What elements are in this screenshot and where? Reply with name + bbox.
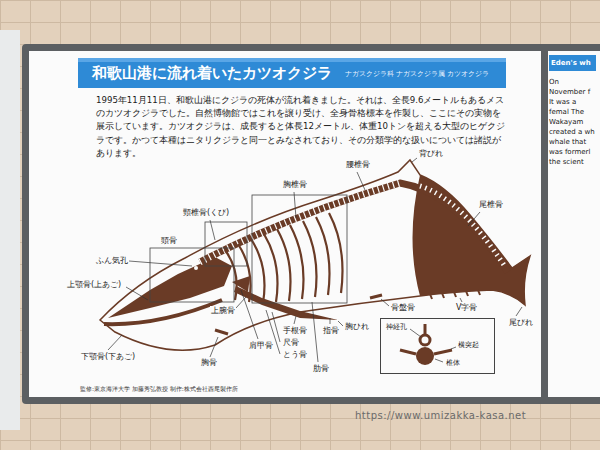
panel-text: On November f It was a femal The Wakayam… bbox=[549, 77, 596, 167]
leader-line bbox=[294, 316, 296, 324]
panel-heading: Eden's wh bbox=[549, 55, 596, 71]
part-label: V字骨 bbox=[455, 303, 478, 313]
part-label: 背びれ bbox=[418, 149, 444, 159]
skull-frame bbox=[150, 248, 234, 302]
chevrons bbox=[430, 290, 480, 299]
leader-line bbox=[129, 261, 192, 266]
next-panel: Eden's wh On November f It was a femal Th… bbox=[549, 55, 596, 173]
part-label: 胸椎骨 bbox=[282, 180, 308, 190]
part-label: 肋骨 bbox=[312, 364, 330, 374]
transverse-process bbox=[434, 350, 452, 354]
part-label: 肩甲骨 bbox=[248, 341, 274, 351]
leader-line bbox=[468, 212, 480, 226]
rib bbox=[303, 221, 317, 297]
leader-line bbox=[126, 287, 148, 300]
part-label: 下顎骨(下あご) bbox=[80, 352, 136, 362]
inset-label: 横突起 bbox=[457, 341, 480, 350]
watermark: https://www.umizakka-kasa.net bbox=[355, 410, 526, 422]
rib bbox=[290, 225, 304, 299]
chevron bbox=[466, 291, 468, 296]
next-panel-face bbox=[548, 51, 600, 397]
pillar bbox=[0, 30, 20, 430]
part-label: ふん気孔 bbox=[95, 256, 129, 266]
tail-vertebrae bbox=[420, 186, 506, 268]
leader-line bbox=[412, 158, 417, 162]
rib bbox=[251, 239, 265, 303]
panel-frame bbox=[22, 44, 548, 404]
lower-jaw bbox=[104, 300, 222, 324]
part-label: 胸骨 bbox=[200, 358, 218, 368]
sternum bbox=[215, 330, 228, 334]
title-bar bbox=[78, 58, 506, 88]
body-outline bbox=[100, 160, 530, 350]
part-label: 腰椎骨 bbox=[345, 160, 371, 170]
part-label: 上顎骨(上あご) bbox=[66, 280, 122, 290]
part-label: 骨盤骨 bbox=[390, 303, 416, 313]
part-label: 頭骨 bbox=[160, 236, 178, 246]
pelvis bbox=[370, 295, 382, 298]
taxonomy-note: ナガスクジラ科 ナガスクジラ属 カツオクジラ bbox=[345, 70, 489, 79]
chevron bbox=[442, 293, 444, 298]
part-label: 手根骨 bbox=[282, 326, 308, 336]
neural-arch bbox=[420, 335, 430, 345]
part-label: とう骨 bbox=[282, 350, 308, 360]
centrum bbox=[416, 347, 434, 365]
part-label: 指骨 bbox=[322, 326, 340, 336]
rib bbox=[225, 250, 237, 300]
leader-line bbox=[210, 220, 215, 240]
part-label: 頸椎骨(くび) bbox=[182, 208, 230, 218]
transverse-process bbox=[400, 350, 416, 354]
leader-line bbox=[272, 312, 280, 342]
leader-line bbox=[294, 192, 296, 218]
rib bbox=[316, 217, 330, 295]
credit-line: 監修:東京海洋大学 加藤秀弘教授 制作:株式会社西尾製作所 bbox=[80, 385, 238, 393]
part-label: 尾椎骨 bbox=[478, 200, 504, 210]
leader-line bbox=[451, 347, 456, 349]
leader-line bbox=[381, 299, 389, 306]
rib bbox=[277, 229, 291, 301]
leader-lines bbox=[108, 158, 522, 362]
vertebra-inset: 神経孔横突起椎体 bbox=[380, 318, 495, 374]
panel-title: 和歌山港に流れ着いたカツオクジラ bbox=[92, 63, 332, 83]
leader-line bbox=[210, 337, 218, 357]
leader-line bbox=[460, 298, 462, 302]
thorax-frame bbox=[252, 195, 347, 303]
rib bbox=[264, 234, 278, 302]
leader-line bbox=[330, 318, 331, 324]
chevron bbox=[430, 294, 432, 299]
part-label: 上腕骨 bbox=[210, 306, 236, 316]
chevron bbox=[454, 292, 456, 297]
leader-line bbox=[435, 359, 443, 362]
chevron bbox=[478, 290, 480, 295]
inset-label: 椎体 bbox=[445, 359, 461, 368]
part-label: 尺骨 bbox=[282, 338, 300, 348]
leader-line bbox=[241, 290, 258, 339]
panel-face bbox=[29, 51, 541, 397]
leader-line bbox=[357, 172, 365, 190]
title-bar-highlight bbox=[78, 58, 506, 62]
leader-line bbox=[516, 307, 522, 316]
leader-line bbox=[236, 297, 246, 308]
leader-line bbox=[312, 302, 318, 362]
next-panel-frame bbox=[544, 44, 600, 404]
part-label: 尾びれ bbox=[508, 318, 534, 328]
whale-skeleton bbox=[100, 160, 530, 350]
leader-line bbox=[410, 329, 421, 337]
inset-label: 神経孔 bbox=[385, 323, 408, 332]
bone-group-frames bbox=[150, 195, 347, 303]
rib bbox=[329, 213, 343, 293]
description-text: 1995年11月11日、和歌山港にクジラの死体が流れ着きました。それは、全長9.… bbox=[96, 94, 508, 160]
leader-line bbox=[108, 335, 122, 350]
neural-spine bbox=[424, 324, 427, 335]
part-label: 胸ひれ bbox=[344, 322, 370, 332]
blowhole bbox=[194, 266, 198, 270]
neck-frame bbox=[205, 222, 247, 266]
